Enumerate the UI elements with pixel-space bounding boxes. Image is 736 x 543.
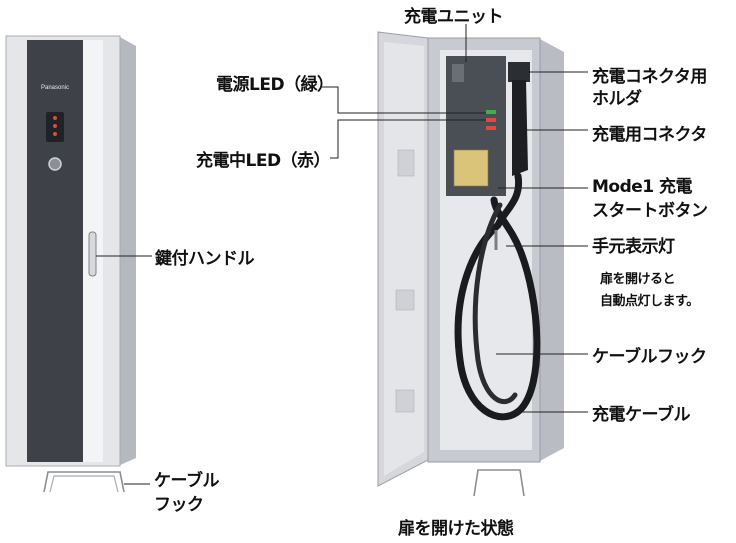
label-cable-hook-left-line1: ケーブル (154, 471, 219, 491)
closed-wire-hook-icon (49, 475, 119, 493)
leader-power-led (322, 86, 486, 114)
door-sticker (395, 389, 415, 413)
label-connector-holder-line2: ホルダ (592, 89, 642, 109)
closed-side-panel (118, 36, 136, 466)
label-power-led: 電源LED（緑） (216, 75, 334, 95)
open-charger (377, 31, 564, 497)
label-hand-light: 手元表示灯 (592, 237, 675, 257)
charging-cable-icon (454, 172, 541, 421)
door-sticker (395, 289, 415, 311)
charging-unit-detail (452, 64, 464, 82)
label-hand-light-note-line1: 扉を開けると (600, 272, 676, 287)
door-sticker (397, 149, 415, 177)
brand-logo: Panasonic (41, 85, 69, 91)
caption-door-open: 扉を開けた状態 (398, 519, 514, 539)
led-red-icon (53, 116, 57, 120)
label-hand-light-note-line2: 自動点灯します。 (600, 294, 699, 309)
charging-led-icon (486, 126, 496, 130)
closed-charger: Panasonic (5, 35, 136, 493)
cabinet-side (538, 38, 564, 462)
closed-dark-stripe (27, 40, 83, 462)
label-cable-hook-right: ケーブルフック (592, 347, 707, 367)
label-charging-connector: 充電用コネクタ (592, 125, 707, 145)
unit-label-plate (453, 149, 489, 187)
open-wire-hook-icon (473, 469, 525, 497)
charging-led-icon (486, 118, 496, 122)
charging-connector-icon (512, 80, 528, 176)
charging-cable-icon (472, 202, 518, 405)
connector-holder-icon (508, 62, 530, 82)
leader-lines (96, 24, 588, 485)
led-red-icon (53, 132, 57, 136)
key-handle-icon[interactable] (88, 231, 97, 277)
label-charging-led: 充電中LED（赤） (196, 151, 331, 171)
label-connector-holder-line1: 充電コネクタ用 (592, 67, 707, 87)
label-key-handle: 鍵付ハンドル (155, 249, 255, 269)
label-charging-cable: 充電ケーブル (592, 405, 690, 425)
label-mode1-line2: スタートボタン (592, 201, 708, 221)
mode1-button-icon[interactable] (48, 157, 62, 171)
power-led-icon (486, 110, 496, 114)
led-red-icon (53, 124, 57, 128)
label-charging-unit: 充電ユニット (404, 7, 504, 27)
label-mode1-line1: Mode1 充電 (592, 177, 693, 197)
closed-wire-hook-icon (43, 471, 125, 493)
leader-charging-led (330, 119, 486, 159)
label-cable-hook-left-line2: フック (154, 495, 204, 515)
